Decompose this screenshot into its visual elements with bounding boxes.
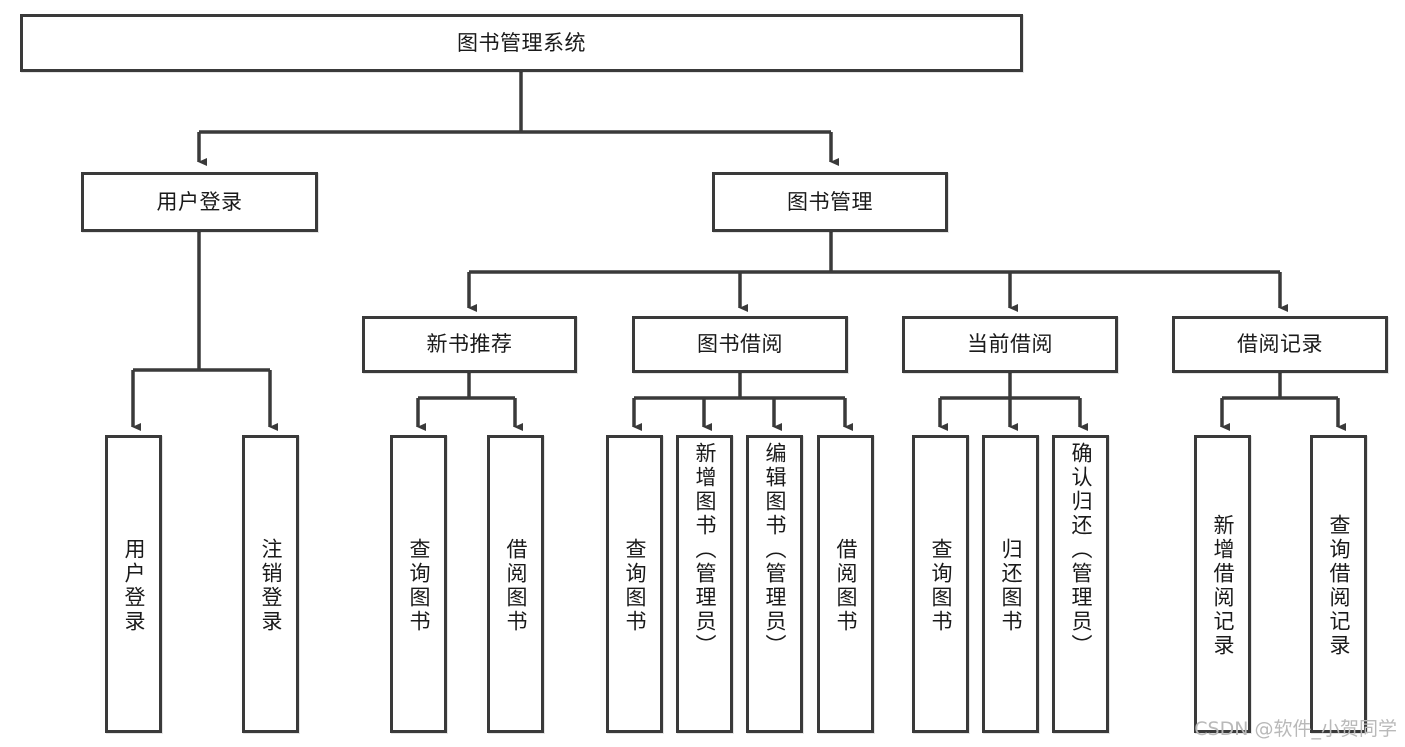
node-current-borrow[interactable]: 当前借阅 (902, 316, 1118, 373)
leaf-logout-label: 注销登录 (259, 538, 283, 634)
node-book-management[interactable]: 图书管理 (712, 172, 948, 232)
leaf-currentborrow-confirm-return-admin-label: 确认归还（管理员） (1069, 442, 1093, 658)
leaf-query-borrow-record-label: 查询借阅记录 (1327, 514, 1351, 658)
node-user-login[interactable]: 用户登录 (81, 172, 318, 232)
leaf-bookborrow-edit-book-admin-label: 编辑图书（管理员） (763, 442, 787, 658)
node-root-label: 图书管理系统 (457, 30, 586, 55)
leaf-bookborrow-edit-book-admin[interactable]: 编辑图书（管理员） (746, 435, 803, 733)
leaf-currentborrow-query-book[interactable]: 查询图书 (912, 435, 969, 733)
leaf-currentborrow-confirm-return-admin[interactable]: 确认归还（管理员） (1052, 435, 1109, 733)
leaf-newbook-borrow-book-label: 借阅图书 (504, 538, 528, 634)
node-book-borrow-label: 图书借阅 (697, 332, 783, 357)
leaf-add-borrow-record[interactable]: 新增借阅记录 (1194, 435, 1251, 733)
leaf-currentborrow-return-book-label: 归还图书 (999, 538, 1023, 634)
node-book-borrow[interactable]: 图书借阅 (632, 316, 848, 373)
leaf-currentborrow-query-book-label: 查询图书 (929, 538, 953, 634)
leaf-bookborrow-add-book-admin[interactable]: 新增图书（管理员） (676, 435, 733, 733)
leaf-bookborrow-borrow-book-label: 借阅图书 (834, 538, 858, 634)
leaf-newbook-query-book-label: 查询图书 (407, 538, 431, 634)
csdn-watermark: CSDN @软件_小贺同学 (1194, 718, 1397, 740)
leaf-logout[interactable]: 注销登录 (242, 435, 299, 733)
leaf-add-borrow-record-label: 新增借阅记录 (1211, 514, 1235, 658)
node-new-book-recommend[interactable]: 新书推荐 (362, 316, 577, 373)
leaf-bookborrow-add-book-admin-label: 新增图书（管理员） (693, 442, 717, 658)
leaf-query-borrow-record[interactable]: 查询借阅记录 (1310, 435, 1367, 733)
node-user-login-label: 用户登录 (156, 189, 243, 214)
leaf-user-login[interactable]: 用户登录 (105, 435, 162, 733)
node-new-book-recommend-label: 新书推荐 (426, 332, 513, 357)
node-borrow-record-label: 借阅记录 (1237, 332, 1323, 357)
node-book-management-label: 图书管理 (787, 189, 873, 214)
leaf-bookborrow-query-book[interactable]: 查询图书 (606, 435, 663, 733)
node-borrow-record[interactable]: 借阅记录 (1172, 316, 1388, 373)
node-root[interactable]: 图书管理系统 (20, 14, 1023, 72)
leaf-user-login-label: 用户登录 (122, 538, 146, 634)
node-current-borrow-label: 当前借阅 (967, 332, 1053, 357)
leaf-bookborrow-borrow-book[interactable]: 借阅图书 (817, 435, 874, 733)
leaf-newbook-query-book[interactable]: 查询图书 (390, 435, 447, 733)
leaf-bookborrow-query-book-label: 查询图书 (623, 538, 647, 634)
leaf-currentborrow-return-book[interactable]: 归还图书 (982, 435, 1039, 733)
leaf-newbook-borrow-book[interactable]: 借阅图书 (487, 435, 544, 733)
